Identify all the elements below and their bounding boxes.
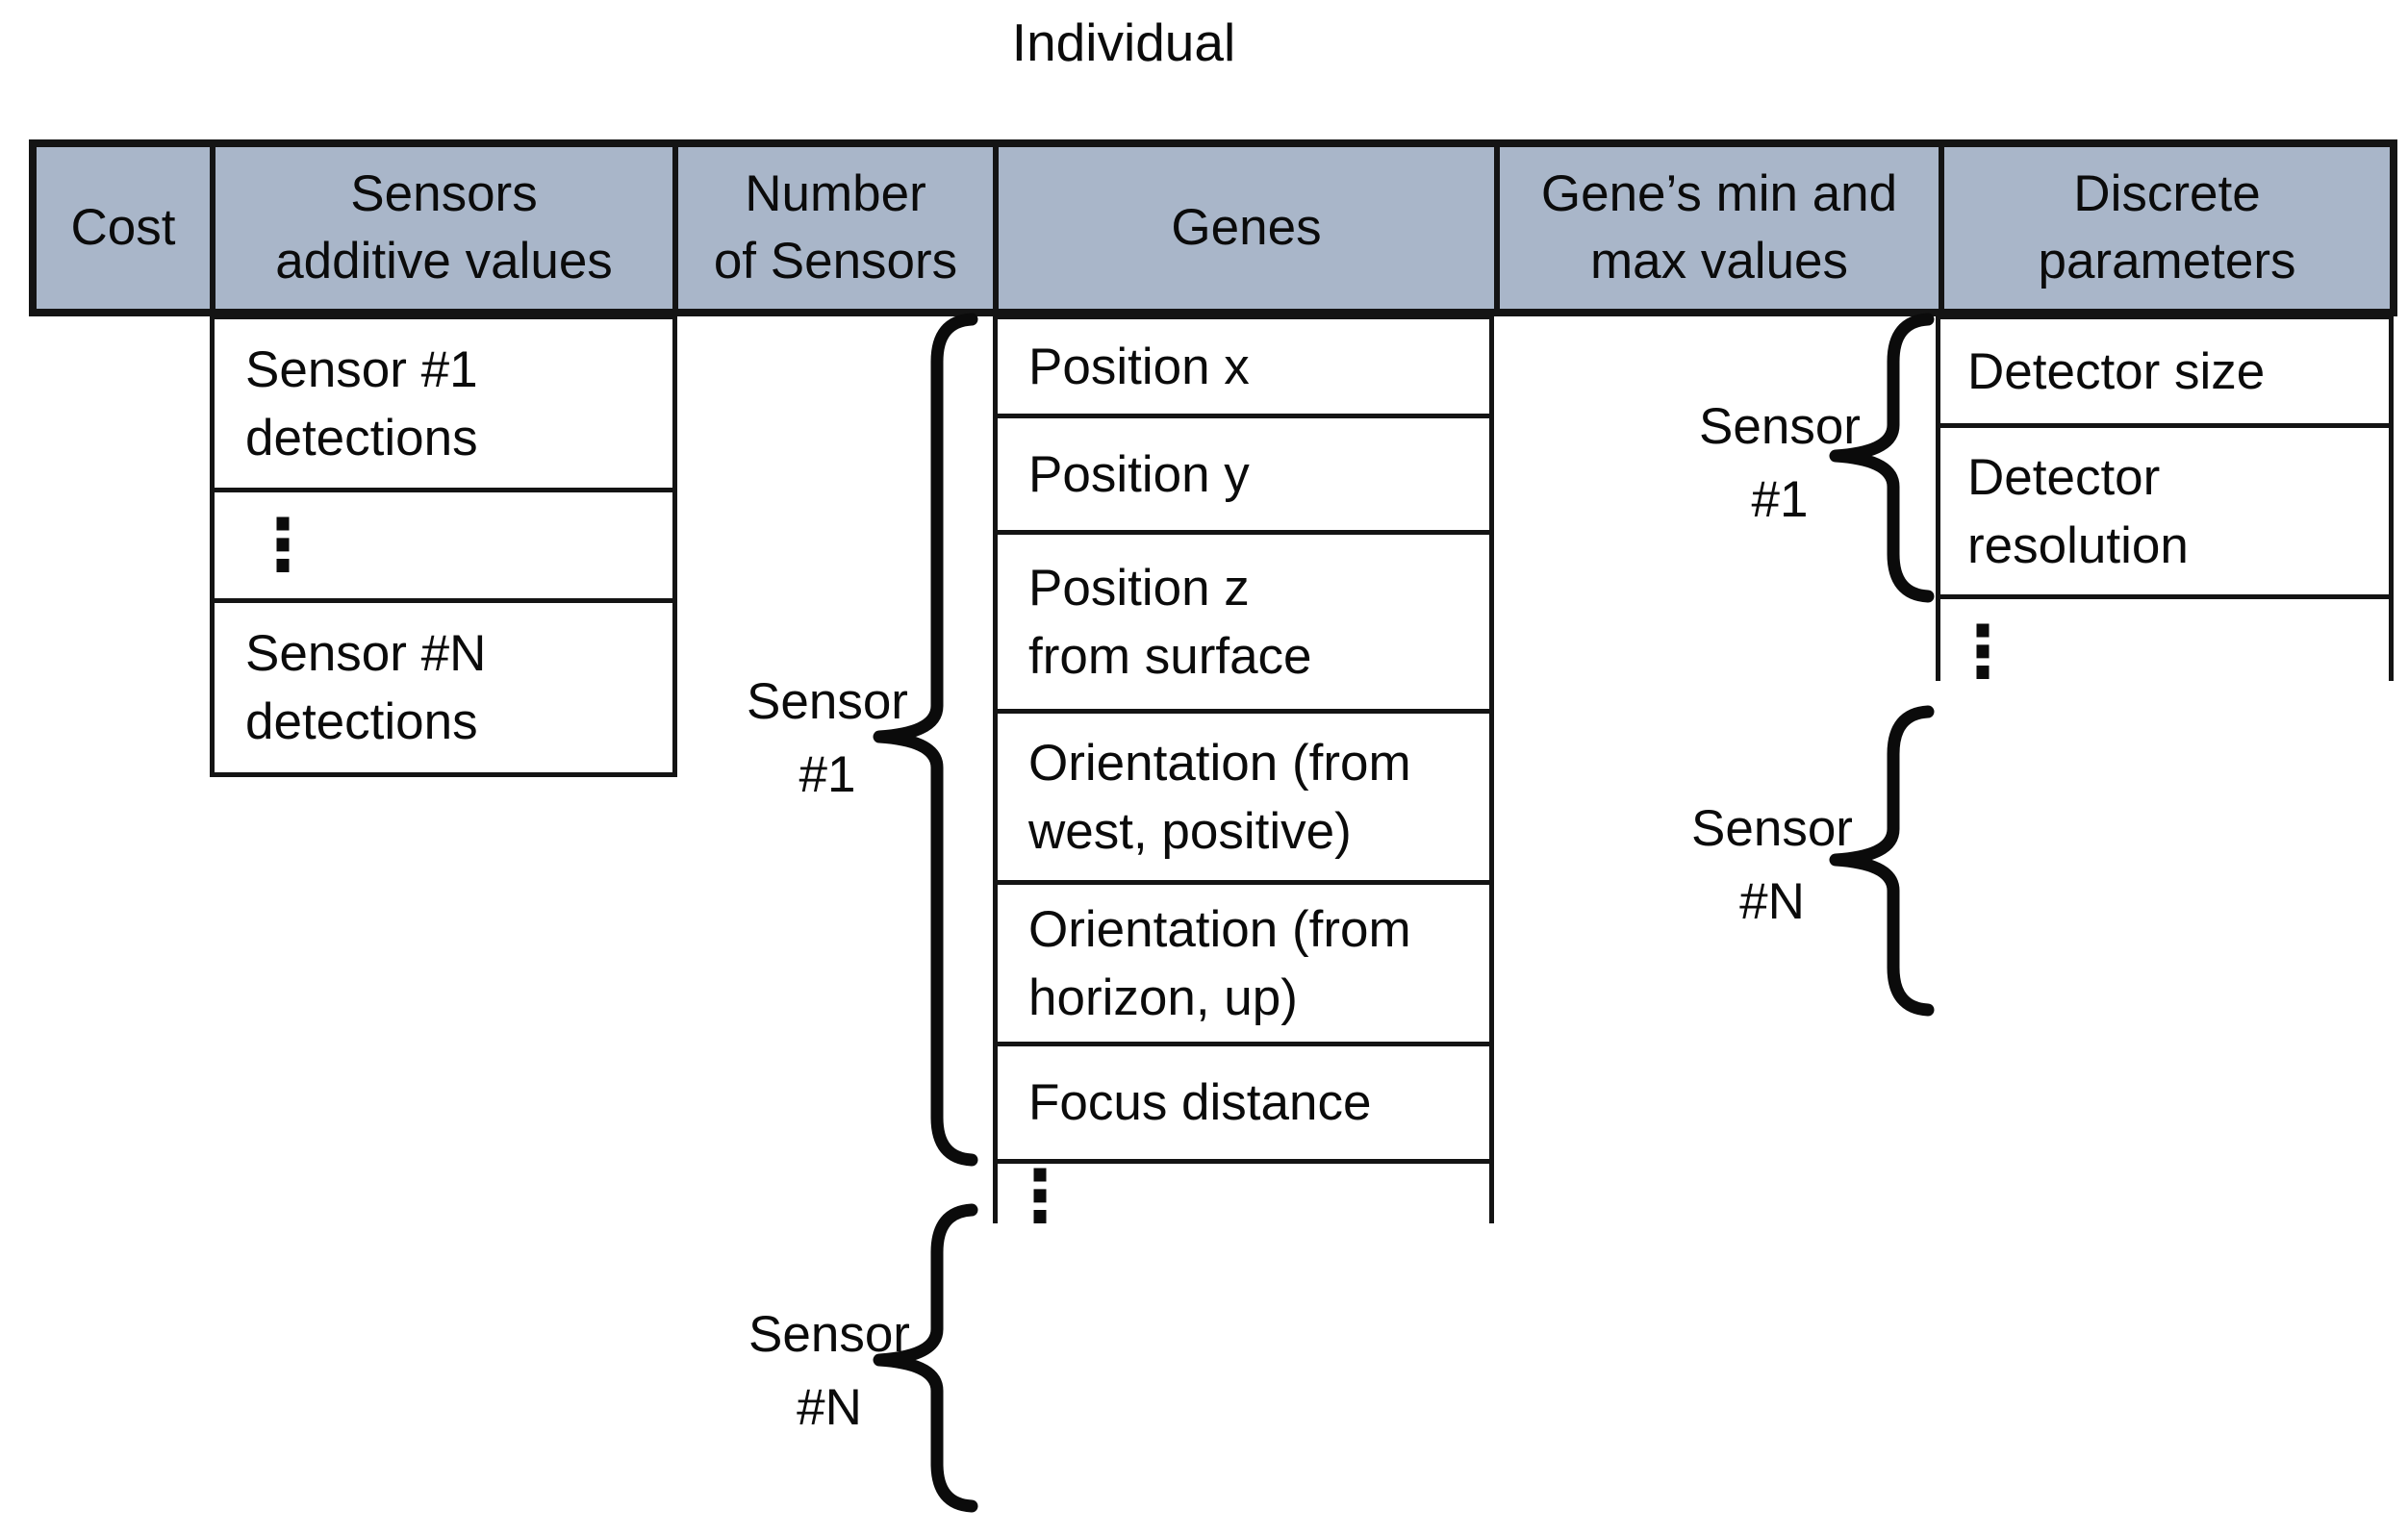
header-sensors-additive-values: Sensors additive values	[210, 147, 672, 309]
discrete-parameters-column: Detector size Detector resolution	[1936, 315, 2394, 599]
cell-sensorN-detections: Sensor #N detections	[245, 625, 487, 750]
cell-position-x: Position x	[998, 319, 1489, 418]
header-genes-min-max: Gene’s min and max values	[1494, 147, 1939, 309]
brace-genes-sensorN	[873, 1203, 978, 1513]
cell-orientation-west: Orientation (from west, positive)	[998, 714, 1489, 885]
diagram-title: Individual	[1011, 13, 1236, 72]
brace-genes-sensor1	[873, 313, 978, 1167]
cell-sensor1-detections: Sensor #1 detections	[215, 319, 672, 492]
label-genes-sensor1: Sensor #1	[747, 673, 908, 803]
brace-minmax-sensorN	[1829, 705, 1935, 1017]
header-number-of-sensors: Number of Sensors	[672, 147, 993, 309]
header-row: Cost Sensors additive values Number of S…	[29, 139, 2397, 316]
cell-focus-distance: Focus distance	[1028, 1074, 1372, 1131]
label-minmax-sensorN: Sensor #N	[1691, 800, 1853, 930]
label-minmax-sensor1: Sensor #1	[1699, 398, 1861, 528]
header-cost: Cost	[70, 199, 176, 256]
sensors-additive-column: Sensor #1 detections ⋮ Sensor #N detecti…	[210, 315, 677, 777]
label-genes-sensorN: Sensor #N	[748, 1306, 910, 1436]
header-genes: Genes	[993, 147, 1494, 309]
cell-detector-resolution: Detector resolution	[1967, 448, 2189, 574]
cell-position-z: Position z from surface	[998, 535, 1489, 714]
vertical-ellipsis: ⋮	[1004, 1156, 1076, 1236]
header-discrete-parameters: Discrete parameters	[1939, 147, 2390, 309]
genes-column: Position x Position y Position z from su…	[993, 315, 1494, 1164]
cell-orientation-horizon: Orientation (from horizon, up)	[998, 885, 1489, 1046]
cell-detector-size: Detector size	[1940, 319, 2389, 428]
brace-minmax-sensor1	[1829, 313, 1935, 603]
vertical-ellipsis: ⋮	[1947, 612, 2018, 692]
vertical-ellipsis: ⋮	[215, 492, 672, 603]
genes-continuation-cell	[993, 1164, 1494, 1223]
discrete-continuation-cell	[1936, 599, 2394, 681]
cell-position-y: Position y	[998, 418, 1489, 535]
